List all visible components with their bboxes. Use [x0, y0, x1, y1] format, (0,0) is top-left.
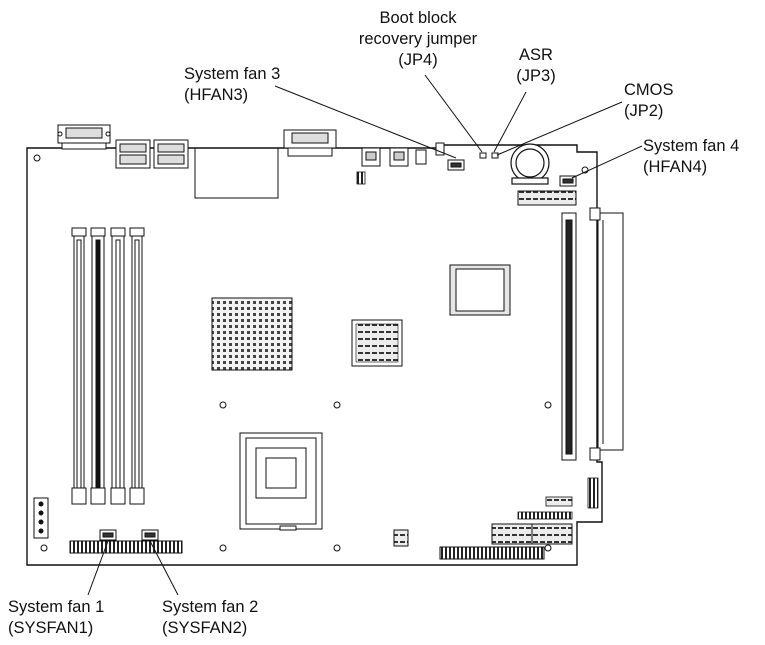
label-line: CMOS: [624, 81, 674, 99]
sysfan4-connector: [559, 175, 577, 187]
io-controller-chip: [351, 319, 403, 367]
header-upper: [545, 496, 573, 507]
sysfan2-connector: [141, 529, 159, 541]
label-system-fan-4: System fan 4 (HFAN4): [643, 136, 739, 178]
label-system-fan-1: System fan 1 (SYSFAN1): [8, 597, 104, 639]
mounting-holes: [33, 154, 589, 552]
label-line: System fan 1: [8, 598, 105, 616]
usb-ethernet-connectors: [115, 139, 189, 169]
serial-port-connector: [57, 124, 111, 150]
label-line: (SYSFAN2): [162, 619, 248, 637]
leader-asr: [493, 91, 527, 153]
label-line: System fan 2: [162, 598, 259, 616]
jp4-jumper: [479, 152, 487, 159]
rear-cutout: [194, 148, 279, 199]
label-line: (JP2): [624, 102, 664, 120]
label-asr-jumper: ASR (JP3): [508, 45, 564, 87]
label-line: recovery jumper: [358, 30, 478, 48]
front-panel-header: [517, 190, 577, 206]
label-cmos-jumper: CMOS (JP2): [624, 80, 674, 122]
cpu-socket: [239, 432, 323, 531]
small-header: [356, 171, 366, 185]
leader-sysfan3: [274, 85, 457, 159]
video-port-connector: [283, 129, 337, 157]
sysfan1-connector: [99, 529, 117, 541]
right-header: [587, 477, 599, 509]
label-line: (JP4): [398, 51, 438, 69]
dimm-latches: [71, 227, 145, 505]
jp3-jumper: [491, 152, 499, 159]
leader-sysfan2: [149, 540, 179, 596]
label-system-fan-2: System fan 2 (SYSFAN2): [162, 597, 258, 639]
label-line: System fan 3: [184, 65, 281, 83]
label-boot-block-jumper: Boot block recovery jumper (JP4): [343, 8, 493, 71]
leader-cmos: [496, 101, 623, 156]
leader-boot-block: [424, 74, 483, 153]
cmos-battery: [510, 143, 550, 185]
pci-riser-slot: [561, 207, 624, 461]
sysfan3-connector: [447, 159, 465, 171]
label-line: ASR: [519, 46, 553, 64]
label-line: Boot block: [379, 9, 457, 27]
video-controller-chip: [449, 264, 511, 316]
chipset-bga: [211, 297, 293, 371]
left-power-connector: [33, 497, 49, 539]
ide-connector-right: [439, 546, 545, 560]
label-line: (JP3): [516, 67, 556, 85]
label-line: (HFAN3): [184, 86, 249, 104]
rear-small-connectors: [361, 142, 445, 167]
power-connectors: [393, 523, 573, 547]
label-line: System fan 4: [643, 137, 740, 155]
ide-connector-left: [69, 540, 183, 554]
dimm-slots: [73, 231, 143, 505]
header-mid: [517, 511, 573, 520]
callout-leader-lines: [87, 74, 643, 596]
label-line: (SYSFAN1): [8, 619, 94, 637]
leader-sysfan1: [87, 540, 109, 596]
leader-sysfan4: [571, 145, 643, 179]
label-system-fan-3: System fan 3 (HFAN3): [184, 64, 280, 106]
label-line: (HFAN4): [643, 158, 708, 176]
